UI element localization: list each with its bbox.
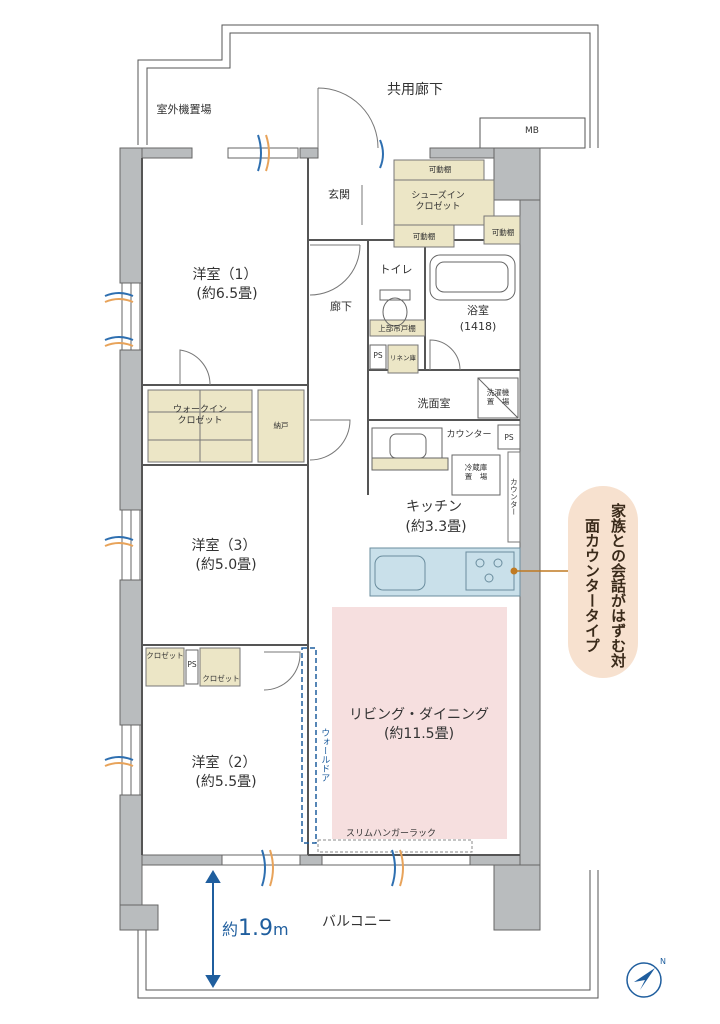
entrance-label: 玄関 (328, 188, 350, 201)
balcony-dimension-arrow (205, 870, 221, 988)
upper-cabinet-label: 上部吊戸棚 (378, 324, 416, 333)
shelf-label-3: 可動棚 (491, 228, 515, 237)
ps-label-1: PS (373, 351, 383, 360)
slim-hanger-label: スリムハンガーラック (345, 829, 437, 839)
ps-label-3: PS (187, 660, 197, 669)
storage-label: 納戸 (273, 421, 289, 430)
shelf-label-1: 可動棚 (428, 165, 452, 174)
vertical-counter (507, 451, 521, 543)
door-swings (179, 87, 461, 691)
bedroom1-label: 洋室（1） (192, 267, 258, 283)
interior-walls (141, 158, 520, 856)
wall-door-label: ウォールドア (319, 728, 330, 782)
washroom-label: 洗面室 (417, 397, 451, 410)
kitchen-counter (369, 547, 521, 597)
living-dining-label: リビング・ダイニング (349, 707, 489, 723)
balcony-label: バルコニー (322, 914, 392, 930)
closet-label-2: クロゼット (202, 674, 240, 683)
counter-label-v: カウンター (509, 478, 519, 516)
linen-label: リネン庫 (390, 354, 416, 362)
closet-label-1: クロゼット (146, 651, 184, 660)
washer-label: 洗濯機 置 場 (486, 388, 510, 407)
ps-boxes (185, 344, 521, 685)
shoe-closet-label: シューズイン クロゼット (411, 191, 465, 213)
common-corridor-label: 共用廊下 (387, 82, 443, 98)
mb-label: MB (525, 126, 539, 136)
outdoor-unit-label: 室外機置場 (156, 103, 212, 116)
wall-door-outline (301, 647, 317, 844)
counter-callout-text: 家族との会話がはずむ対面カウンタータイプ (583, 502, 627, 668)
bedroom2-size: (約5.5畳) (195, 774, 257, 790)
storage-fills (145, 159, 521, 687)
kitchen-size: (約3.3畳) (405, 519, 467, 535)
common-corridor-outline (137, 24, 599, 148)
airflow-marks (104, 134, 404, 887)
balcony-width-unit: m (273, 920, 289, 939)
counter-label-h: カウンター (446, 430, 492, 440)
bedroom3-label: 洋室（3） (191, 538, 257, 554)
mb-box (479, 117, 586, 149)
bedroom2-label: 洋室（2） (191, 755, 257, 771)
balcony-outline (137, 870, 599, 999)
bedroom3-size: (約5.0畳) (195, 557, 257, 573)
shelf-label-2: 可動棚 (412, 232, 436, 241)
callout-leader (510, 567, 572, 575)
bath-size: (1418) (459, 320, 497, 333)
fridge-space (451, 454, 501, 496)
balcony-width-value: 1.9 (238, 916, 274, 941)
bathtub (429, 254, 516, 301)
balcony-width: 約1.9m (222, 915, 289, 943)
washer-area (477, 377, 519, 419)
bedroom1-size: (約6.5畳) (196, 286, 258, 302)
wash-basin (371, 427, 449, 471)
hallway-label: 廊下 (330, 300, 352, 313)
counter-callout-bubble (568, 486, 638, 678)
kitchen-label: キッチン (406, 499, 462, 515)
balcony-width-prefix: 約 (222, 920, 239, 939)
fridge-label: 冷蔵庫 置 場 (464, 463, 488, 482)
toilet-fixture (379, 289, 411, 327)
slim-hanger-rack (317, 839, 473, 853)
walkin-closet-label: ウォークイン クロゼット (172, 405, 228, 427)
top-bottom-windows (221, 147, 471, 866)
toilet-label: トイレ (379, 263, 413, 276)
ps-label-2: PS (504, 433, 514, 442)
bath-label: 浴室 (467, 304, 489, 317)
outer-walls (119, 147, 541, 931)
living-dining-area (332, 607, 507, 839)
svg-text:N: N (660, 957, 666, 966)
north-compass-icon: N (626, 957, 666, 998)
living-dining-size: (約11.5畳) (383, 726, 455, 742)
